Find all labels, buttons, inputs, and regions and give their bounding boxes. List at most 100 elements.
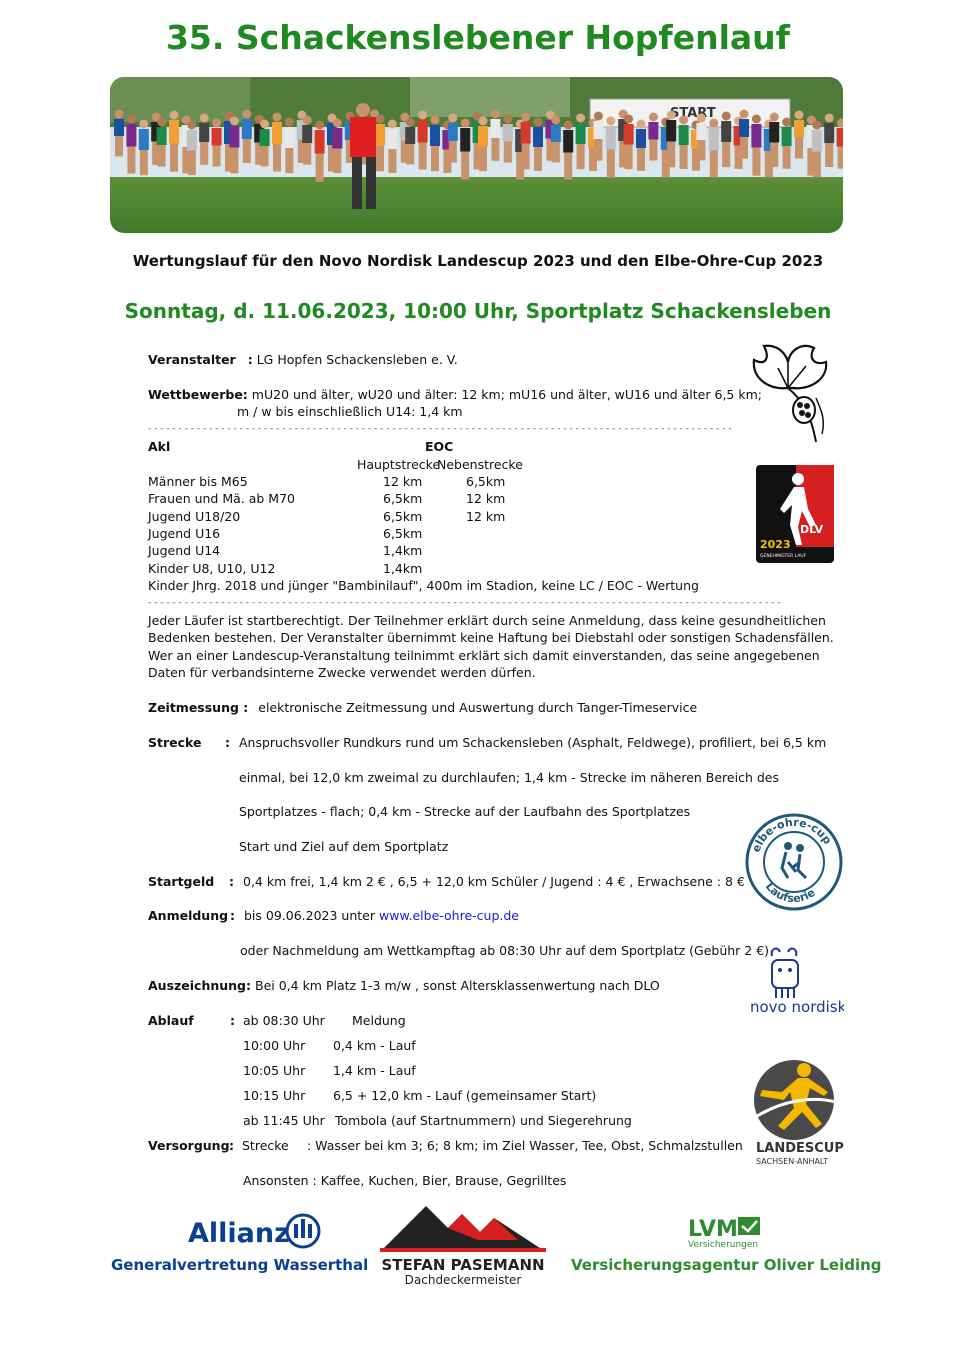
runner-figure bbox=[272, 122, 282, 145]
pasemann-text: STEFAN PASEMANN bbox=[381, 1256, 544, 1274]
runner-figure bbox=[375, 124, 385, 146]
runner-legs bbox=[315, 153, 324, 182]
table-row-haupt: 1,4km bbox=[383, 561, 423, 576]
anmeldung-prefix: bis 09.06.2023 unter bbox=[244, 908, 376, 923]
runner-head bbox=[490, 109, 500, 119]
runner-figure bbox=[327, 123, 337, 145]
runner-legs bbox=[127, 146, 136, 174]
runner-head bbox=[405, 117, 415, 127]
ablauf-time: 10:00 Uhr bbox=[243, 1038, 306, 1053]
table-row-akl: Kinder U8, U10, U12 bbox=[148, 561, 276, 576]
pasemann-logo: STEFAN PASEMANN Dachdeckermeister bbox=[378, 1204, 548, 1290]
runner-figure bbox=[739, 119, 749, 137]
runner-legs bbox=[740, 137, 748, 159]
runner-legs bbox=[649, 139, 658, 161]
runner-legs bbox=[297, 139, 306, 163]
runner-legs bbox=[491, 138, 500, 161]
disclaimer-line: Daten für verbandsinterne Zwecke verwend… bbox=[148, 665, 536, 680]
runner-head bbox=[418, 110, 428, 120]
lvm-small: Versicherungen bbox=[688, 1240, 758, 1250]
ablauf-time: ab 11:45 Uhr bbox=[243, 1113, 325, 1128]
runner-head bbox=[272, 112, 282, 122]
ablauf-label: Ablauf bbox=[148, 1013, 194, 1028]
runner-legs bbox=[546, 138, 555, 161]
versorgung-strecke-value: : Wasser bei km 3; 6; 8 km; im Ziel Wass… bbox=[307, 1138, 743, 1153]
dlv-logo: 2023 DLV GENEHMIGTER LAUF bbox=[756, 465, 834, 563]
runner-head bbox=[751, 114, 761, 124]
runner-legs bbox=[722, 142, 731, 168]
runner-head bbox=[126, 114, 136, 124]
strecke-sep: : bbox=[225, 735, 230, 750]
versorgung-strecke-label: Strecke bbox=[242, 1138, 289, 1153]
lvm-text: LVM bbox=[688, 1217, 738, 1242]
runner-head bbox=[563, 120, 573, 130]
runner-legs bbox=[479, 146, 487, 172]
runner-figure bbox=[224, 121, 234, 144]
runner-figure bbox=[296, 120, 307, 140]
runner-figure bbox=[254, 124, 265, 143]
runner-head bbox=[139, 119, 149, 129]
elbe-ohre-cup-link[interactable]: www.elbe-ohre-cup.de bbox=[379, 908, 519, 923]
runner-legs bbox=[825, 143, 834, 167]
runner-head bbox=[284, 117, 294, 127]
runner-legs bbox=[637, 148, 645, 171]
runner-head bbox=[375, 114, 385, 124]
strecke-line: Sportplatzes - flach; 0,4 km - Strecke a… bbox=[239, 804, 691, 819]
table-header-eoc: EOC bbox=[425, 439, 454, 454]
runner-figure bbox=[284, 127, 295, 148]
runner-figure bbox=[636, 129, 646, 148]
divider: - - - - - - - - - - - - - - - - - - - - … bbox=[148, 598, 780, 608]
versorgung-ansonsten: Ansonsten : Kaffee, Kuchen, Bier, Brause… bbox=[243, 1173, 567, 1188]
zeitmessung-row: Zeitmessung : elektronische Zeitmessung … bbox=[148, 699, 697, 716]
runner-legs bbox=[157, 145, 166, 167]
runner-figure bbox=[794, 120, 804, 138]
runner-legs bbox=[230, 147, 239, 174]
table-row-akl: Männer bis M65 bbox=[148, 474, 248, 489]
runner-figure bbox=[169, 120, 179, 144]
runner-figure bbox=[806, 125, 817, 148]
table-row-akl: Jugend U14 bbox=[148, 543, 221, 558]
runner-head bbox=[721, 111, 731, 121]
table-row-haupt: 6,5km bbox=[383, 491, 423, 506]
runner-legs bbox=[521, 143, 530, 170]
runner-head bbox=[187, 120, 197, 130]
runner-legs bbox=[170, 143, 178, 172]
runner-head bbox=[169, 110, 179, 120]
runner-head bbox=[624, 114, 634, 124]
veranstalter-value: LG Hopfen Schackensleben e. V. bbox=[256, 352, 458, 367]
disclaimer-line: Jeder Läufer ist startberechtigt. Der Te… bbox=[148, 613, 826, 628]
anmeldung-line2: oder Nachmeldung am Wettkampftag ab 08:3… bbox=[240, 943, 770, 958]
runner-legs bbox=[418, 142, 427, 170]
runner-head bbox=[332, 118, 342, 128]
table-row-haupt: 12 km bbox=[383, 474, 423, 489]
runner-head bbox=[812, 120, 822, 130]
subtitle: Wertungslauf für den Novo Nordisk Landes… bbox=[132, 252, 824, 270]
runner-legs bbox=[473, 143, 482, 170]
runner-legs bbox=[782, 146, 791, 169]
runner-head bbox=[260, 119, 270, 129]
runner-head bbox=[448, 113, 458, 123]
anmeldung-label: Anmeldung bbox=[148, 908, 229, 923]
runner-legs bbox=[182, 147, 191, 174]
runner-legs bbox=[461, 151, 470, 180]
table-header-akl: Akl bbox=[148, 439, 171, 454]
runner-legs bbox=[187, 150, 196, 176]
runner-head bbox=[709, 118, 719, 128]
runner-legs bbox=[139, 150, 148, 176]
auszeichnung-label: Auszeichnung: bbox=[148, 978, 252, 993]
runner-figure bbox=[478, 126, 488, 147]
runner-figure bbox=[302, 125, 313, 143]
pasemann-sub: Dachdeckermeister bbox=[405, 1273, 522, 1287]
start-banner: START bbox=[670, 106, 716, 121]
table-row-akl: Frauen und Mä. ab M70 bbox=[148, 491, 295, 506]
wettbewerbe-line2: m / w bis einschließlich U14: 1,4 km bbox=[237, 404, 463, 419]
runner-legs bbox=[388, 149, 397, 173]
landescup-sub: SACHSEN-ANHALT bbox=[756, 1157, 828, 1166]
runner-head bbox=[315, 120, 325, 130]
runner-legs bbox=[152, 141, 161, 165]
table-row-neben: 12 km bbox=[466, 509, 506, 524]
wettbewerbe-row: Wettbewerbe: mU20 und älter, wU20 und äl… bbox=[148, 386, 762, 403]
runner-figure bbox=[533, 127, 543, 147]
runner-legs bbox=[576, 144, 585, 170]
hop-leaf-logo bbox=[748, 338, 832, 450]
